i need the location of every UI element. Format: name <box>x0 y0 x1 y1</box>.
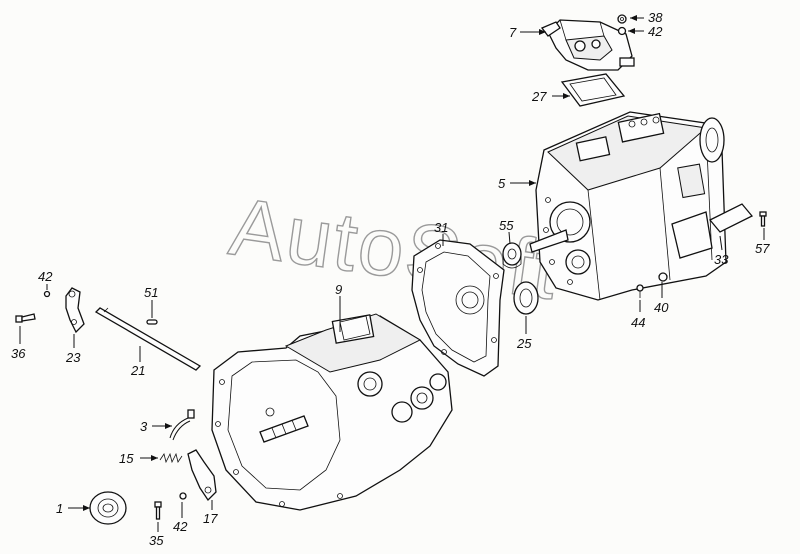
callout-5: 5 <box>498 176 506 191</box>
nut-40-part <box>658 272 668 282</box>
release-bearing-1-part <box>89 491 127 525</box>
callout-44: 44 <box>631 315 645 330</box>
fork-23-part <box>65 287 85 334</box>
washer-42-bottom-part <box>179 492 187 500</box>
shift-housing-part <box>540 19 635 71</box>
callout-40: 40 <box>654 300 669 315</box>
main-housing-part <box>211 313 453 511</box>
arrow-heads <box>83 15 637 511</box>
callout-57: 57 <box>755 241 770 256</box>
bolt-57-part <box>759 211 767 227</box>
spring-15-part <box>159 452 183 464</box>
bearing-55-part <box>502 242 522 269</box>
callout-51: 51 <box>144 285 158 300</box>
callout-9: 9 <box>335 282 342 297</box>
callout-27: 27 <box>531 89 547 104</box>
callout-3: 3 <box>140 419 148 434</box>
callout-42-top: 42 <box>648 24 663 39</box>
callout-21: 21 <box>130 363 145 378</box>
intermediate-plate-part <box>411 239 505 377</box>
callout-36: 36 <box>11 346 26 361</box>
release-fork-17-part <box>187 449 217 502</box>
callout-35: 35 <box>149 533 164 548</box>
callout-42-bottom: 42 <box>173 519 188 534</box>
callout-25: 25 <box>516 336 532 351</box>
pin-51-part <box>146 319 158 325</box>
bolt-36-part <box>15 313 36 323</box>
callout-42-left: 42 <box>38 269 53 284</box>
callout-55: 55 <box>499 218 514 233</box>
gasket-27-part <box>560 73 626 107</box>
rear-housing-part <box>529 111 727 301</box>
washer-44-part <box>636 284 644 298</box>
callout-31: 31 <box>434 220 448 235</box>
hose-3-part <box>169 409 195 441</box>
shaft-21-part <box>94 307 202 371</box>
callout-33: 33 <box>714 252 729 267</box>
callout-17: 17 <box>203 511 218 526</box>
callout-15: 15 <box>119 451 134 466</box>
washer-42-top-part <box>617 26 627 36</box>
callout-1: 1 <box>56 501 63 516</box>
nut-38-part <box>617 14 627 24</box>
bolt-35-part <box>154 501 162 520</box>
callout-23: 23 <box>65 350 81 365</box>
callout-7: 7 <box>509 25 517 40</box>
seal-25-part <box>513 281 539 315</box>
cover-plate-33-part <box>708 203 754 233</box>
washer-42-left-part <box>43 290 51 298</box>
callout-38: 38 <box>648 10 663 25</box>
